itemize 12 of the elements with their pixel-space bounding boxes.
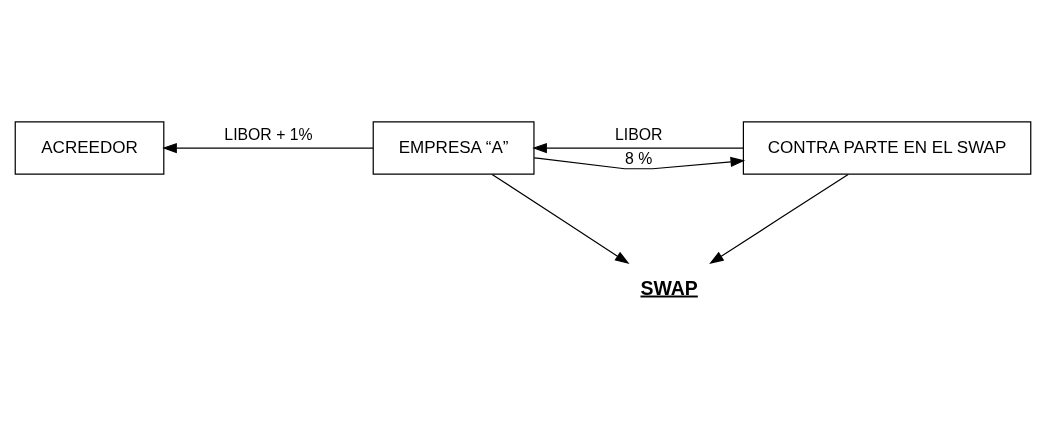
- arrow: [533, 156, 746, 170]
- node-text: SWAP: [640, 276, 698, 299]
- edge-label: LIBOR + 1%: [224, 126, 313, 144]
- edge-label: LIBOR: [614, 126, 663, 144]
- arrow: [709, 173, 849, 265]
- arrow: [491, 173, 630, 265]
- node-box: CONTRA PARTE EN EL SWAP: [742, 121, 1032, 175]
- edge-label: 8 %: [625, 150, 653, 168]
- node-box: ACREEDOR: [14, 121, 165, 175]
- node-box: EMPRESA “A”: [372, 121, 535, 175]
- arrow: [532, 142, 744, 154]
- arrow: [162, 142, 374, 154]
